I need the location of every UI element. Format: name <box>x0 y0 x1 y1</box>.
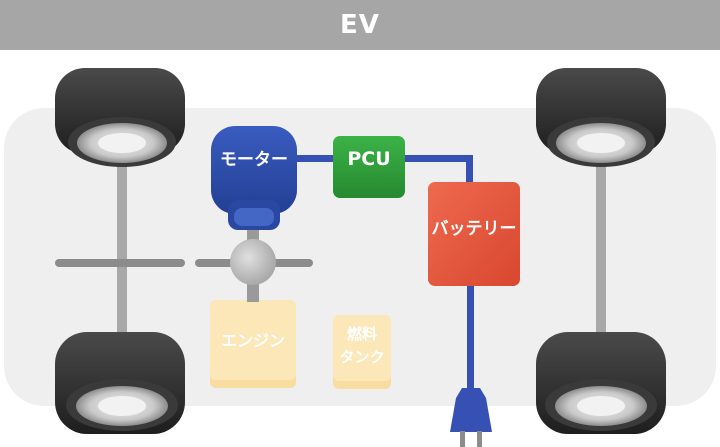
front-right-tire <box>536 68 666 167</box>
motor-block: モーター <box>211 126 297 230</box>
fuel-tank-label-line1: 燃料 <box>347 325 377 343</box>
engine-block: エンジン <box>210 300 296 388</box>
charging-plug-icon <box>450 388 492 447</box>
car-body <box>4 108 716 406</box>
power-wires <box>292 155 474 390</box>
header-title: EV <box>340 10 380 40</box>
header-bar: EV <box>0 0 720 50</box>
battery-label: バッテリー <box>432 219 517 239</box>
engine-label: エンジン <box>221 331 285 350</box>
battery-block: バッテリー <box>428 182 520 286</box>
fuel-tank-block: 燃料 タンク <box>333 315 391 389</box>
front-left-tire <box>55 68 185 167</box>
right-axle <box>596 100 606 405</box>
pcu-block: PCU <box>333 136 405 198</box>
rear-right-tire <box>536 332 666 434</box>
fuel-tank-label-line2: タンク <box>339 348 384 366</box>
rear-left-tire <box>55 332 185 434</box>
pcu-label: PCU <box>347 148 390 170</box>
left-axle <box>117 100 127 405</box>
left-driveshaft <box>55 259 185 267</box>
motor-label: モーター <box>220 150 288 170</box>
differential <box>230 239 276 285</box>
